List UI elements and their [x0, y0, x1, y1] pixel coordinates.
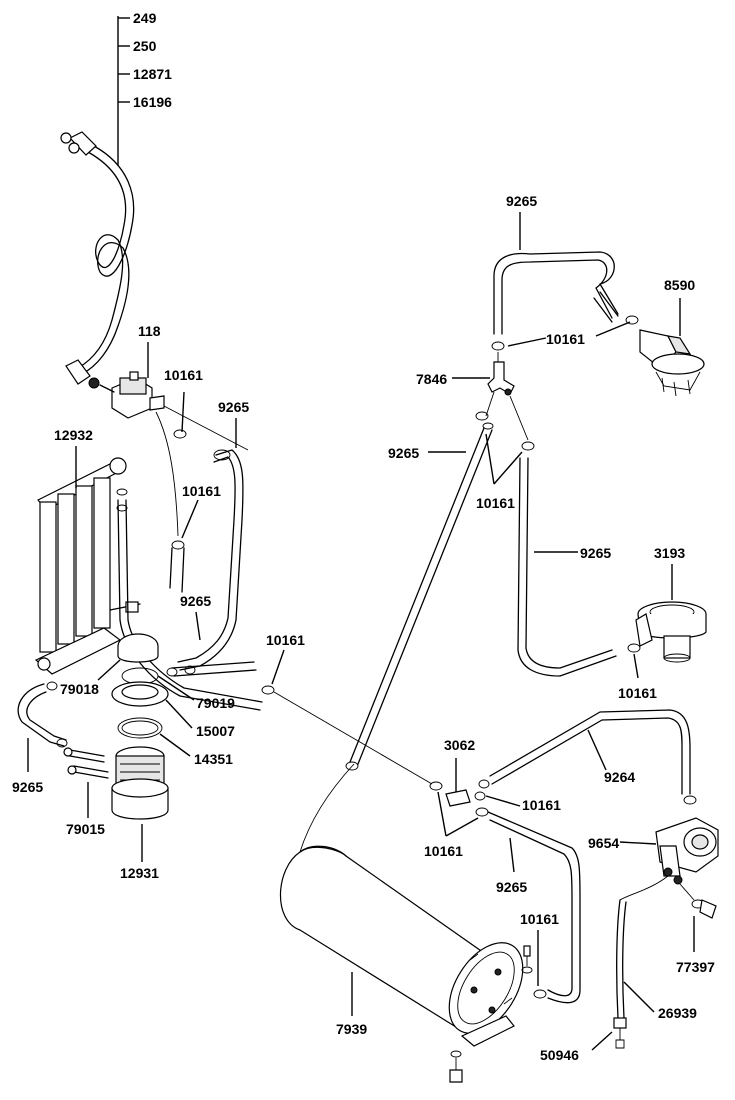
- hose-9265-a: [177, 449, 244, 671]
- label-10161-f: 10161: [522, 797, 561, 813]
- label-50946: 50946: [540, 1047, 579, 1063]
- leader-9654: [619, 841, 657, 845]
- inlet-hose: [60, 131, 135, 389]
- label-10161-d: 10161: [476, 495, 515, 511]
- label-7846: 7846: [416, 371, 447, 387]
- oring-14351: [117, 717, 163, 739]
- clamp-10161-e: [627, 643, 641, 653]
- leader-10161-c: [271, 649, 285, 685]
- valve-tubing: [155, 391, 249, 537]
- hose-9265-d: [299, 411, 494, 853]
- label-12871: 12871: [133, 66, 172, 82]
- label-77397: 77397: [676, 959, 715, 975]
- label-26939: 26939: [658, 1005, 697, 1021]
- leader-10161-f: [485, 795, 521, 807]
- clamp-10161-top: [491, 341, 505, 351]
- leader-10161-top-a: [507, 337, 547, 347]
- label-10161-b: 10161: [182, 483, 221, 499]
- label-15007: 15007: [196, 723, 235, 739]
- label-8590: 8590: [664, 277, 695, 293]
- label-7939: 7939: [336, 1021, 367, 1037]
- leader-26939: [623, 981, 655, 1013]
- filter-manifold: [34, 457, 141, 675]
- leader-9265-b: [195, 611, 201, 641]
- clamp-10161-d: [521, 441, 535, 451]
- hose-9265-e: [517, 457, 617, 677]
- label-14351: 14351: [194, 751, 233, 767]
- tee-line-left: [485, 391, 495, 417]
- clamp-10161-c: [261, 685, 275, 695]
- tank-7939: [279, 845, 524, 1047]
- label-9265-c: 9265: [12, 779, 43, 795]
- tee-line-right: [509, 395, 529, 441]
- label-79019: 79019: [196, 695, 235, 711]
- solenoid-valve: [99, 371, 165, 419]
- leader-9264: [587, 729, 607, 771]
- label-118: 118: [138, 323, 161, 339]
- hose-9265-c: [17, 681, 68, 748]
- tank-bolt-bottom: [449, 1050, 463, 1083]
- hose-9264: [478, 709, 697, 805]
- label-9265-top: 9265: [506, 193, 537, 209]
- label-9265-d: 9265: [388, 445, 419, 461]
- leader-9265-f: [509, 837, 515, 873]
- hose-9265-b: [166, 661, 257, 677]
- clamp-10161-g: [475, 807, 489, 817]
- label-9265-e: 9265: [580, 545, 611, 561]
- label-10161-top: 10161: [546, 331, 585, 347]
- label-3062: 3062: [444, 737, 475, 753]
- inlet-hose-leaders: [117, 16, 130, 166]
- part-8590: [625, 315, 705, 397]
- part-3193: [635, 601, 707, 663]
- hose-9265-f: [487, 811, 581, 1004]
- label-10161-h: 10161: [520, 911, 559, 927]
- screws-79015: [63, 747, 109, 779]
- pump-9654: [619, 817, 719, 919]
- label-79018: 79018: [60, 681, 99, 697]
- leader-10161-d: [485, 433, 523, 485]
- filter-housing-12931: [111, 746, 169, 820]
- label-10161-a: 10161: [164, 367, 203, 383]
- label-249: 249: [133, 10, 157, 26]
- filter-cap-79018: [117, 633, 159, 663]
- fitting-3062: [429, 758, 471, 807]
- label-250: 250: [133, 38, 157, 54]
- label-10161-e: 10161: [618, 685, 657, 701]
- label-79015: 79015: [66, 821, 105, 837]
- supply-line: [273, 691, 433, 785]
- leader-10161-e: [633, 653, 639, 679]
- label-9264: 9264: [604, 769, 635, 785]
- leader-10161-top-b: [595, 321, 631, 337]
- label-3193: 3193: [654, 545, 685, 561]
- leader-79019: [157, 675, 195, 701]
- nut-15007: [111, 681, 169, 707]
- label-12931: 12931: [120, 865, 159, 881]
- leader-50946: [591, 1031, 613, 1051]
- label-9265-a: 9265: [218, 399, 249, 415]
- clamp-10161-h: [533, 989, 547, 999]
- leader-10161-b: [181, 499, 199, 539]
- label-12932: 12932: [54, 427, 93, 443]
- tee-fitting-7846: [487, 352, 515, 396]
- clamp-10161-b: [169, 540, 185, 593]
- label-16196: 16196: [133, 94, 172, 110]
- label-9265-f: 9265: [496, 879, 527, 895]
- clamp-10161-f: [474, 791, 486, 801]
- tank-bolt-top: [521, 945, 533, 974]
- label-9654: 9654: [588, 835, 619, 851]
- leader-15007: [165, 699, 193, 729]
- hose-9265-top: [493, 251, 619, 335]
- label-9265-b: 9265: [180, 593, 211, 609]
- label-10161-g: 10161: [424, 843, 463, 859]
- leader-14351: [159, 733, 191, 757]
- hose-26939: [613, 899, 627, 1049]
- label-10161-c: 10161: [266, 632, 305, 648]
- leader-10161-g: [437, 791, 479, 837]
- leader-79018: [97, 659, 121, 681]
